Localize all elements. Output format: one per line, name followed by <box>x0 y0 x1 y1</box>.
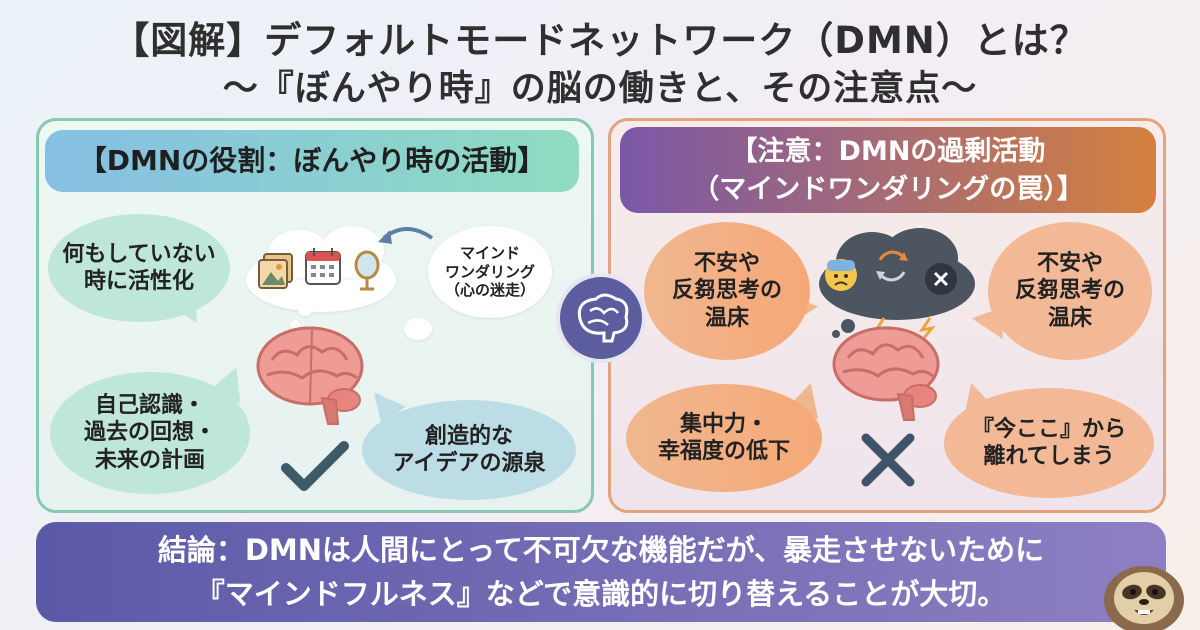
brain-icon <box>828 320 948 424</box>
bubble-text: 反芻思考の <box>671 278 782 304</box>
calendar-icon <box>304 246 342 286</box>
thought-dot <box>290 320 300 329</box>
sloth-mascot <box>1100 552 1188 630</box>
cycle-arrows-icon <box>870 244 914 288</box>
bubble-focus-happiness-decline: 集中力・ 幸福度の低下 <box>626 384 822 492</box>
arrow-icon <box>376 220 436 250</box>
bubble-text: 創造的な <box>424 423 513 449</box>
bubble-text: 過去の回想・ <box>83 420 216 446</box>
conclusion-line1: 結論：DMNは人間にとって不可欠な機能だが、暴走させないために <box>157 533 1045 567</box>
thought-label-text: ワンダリング <box>444 262 535 281</box>
bubble-text: 離れてしまう <box>983 444 1115 469</box>
cross-icon <box>858 432 918 488</box>
mirror-icon <box>352 250 382 292</box>
mind-wandering-label: マインド ワンダリング （心の迷走） <box>428 226 552 318</box>
subtitle: 〜『ぼんやり時』の脳の働きと、その注意点〜 <box>222 69 978 109</box>
dmn-role-banner: 【DMNの役割：ぼんやり時の活動】 <box>45 130 579 192</box>
dmn-warning-banner: 【注意：DMNの過剰活動 （マインドワンダリングの罠）】 <box>620 127 1156 213</box>
thought-label-text: マインド <box>459 243 520 262</box>
bubble-text: アイデアの源泉 <box>392 451 546 476</box>
checkmark-icon <box>280 440 350 496</box>
bubble-creative-source: 創造的な アイデアの源泉 <box>362 400 576 500</box>
bubble-text: 未来の計画 <box>94 447 205 473</box>
bubble-text: 自己認識・ <box>94 392 205 418</box>
bubble-text: 不安や <box>1036 250 1103 276</box>
bubble-text: 『今ここ』から <box>971 416 1126 442</box>
mind-wandering-bubble <box>428 226 552 318</box>
bubble-text: 集中力・ <box>679 411 768 437</box>
bubble-text: 時に活性化 <box>83 269 194 294</box>
bubble-self-awareness: 自己認識・ 過去の回想・ 未来の計画 <box>50 372 250 494</box>
bubble-anxiety-rumination-2: 不安や 反芻思考の 温床 <box>988 222 1152 360</box>
bubble-text: 不安や <box>693 250 760 276</box>
thought-dot <box>404 318 432 340</box>
bubble-text: 何もしていない <box>62 241 216 267</box>
bubble-anxiety-rumination: 不安や 反芻思考の 温床 <box>644 222 810 360</box>
thought-label-text: （心の迷走） <box>444 281 535 300</box>
conclusion-line2: 『マインドフルネス』などで意識的に切り替えることが大切。 <box>195 577 1007 611</box>
brain-icon <box>252 320 372 430</box>
bubble-away-from-here-now: 『今ここ』から 離れてしまう <box>944 388 1154 498</box>
bubble-text: 温床 <box>1047 305 1092 331</box>
photo-icon <box>258 252 294 290</box>
bubble-text: 幸福度の低下 <box>657 439 790 464</box>
center-brain-badge <box>556 273 646 363</box>
thought-dot <box>298 304 312 316</box>
bubble-text: 温床 <box>704 305 749 331</box>
main-title: 【図解】デフォルトモードネットワーク（DMN）とは？ <box>112 19 1088 62</box>
bubble-active-when-idle: 何もしていない 時に活性化 <box>48 214 230 322</box>
worried-face-icon <box>824 258 858 292</box>
warning-banner-line1: 【注意：DMNの過剰活動 <box>730 136 1046 167</box>
x-circle-icon <box>924 262 958 296</box>
conclusion-box: 結論：DMNは人間にとって不可欠な機能だが、暴走させないために 『マインドフルネ… <box>36 522 1166 622</box>
bubble-text: 反芻思考の <box>1014 278 1125 304</box>
warning-banner-line2: （マインドワンダリングの罠）】 <box>692 174 1084 205</box>
